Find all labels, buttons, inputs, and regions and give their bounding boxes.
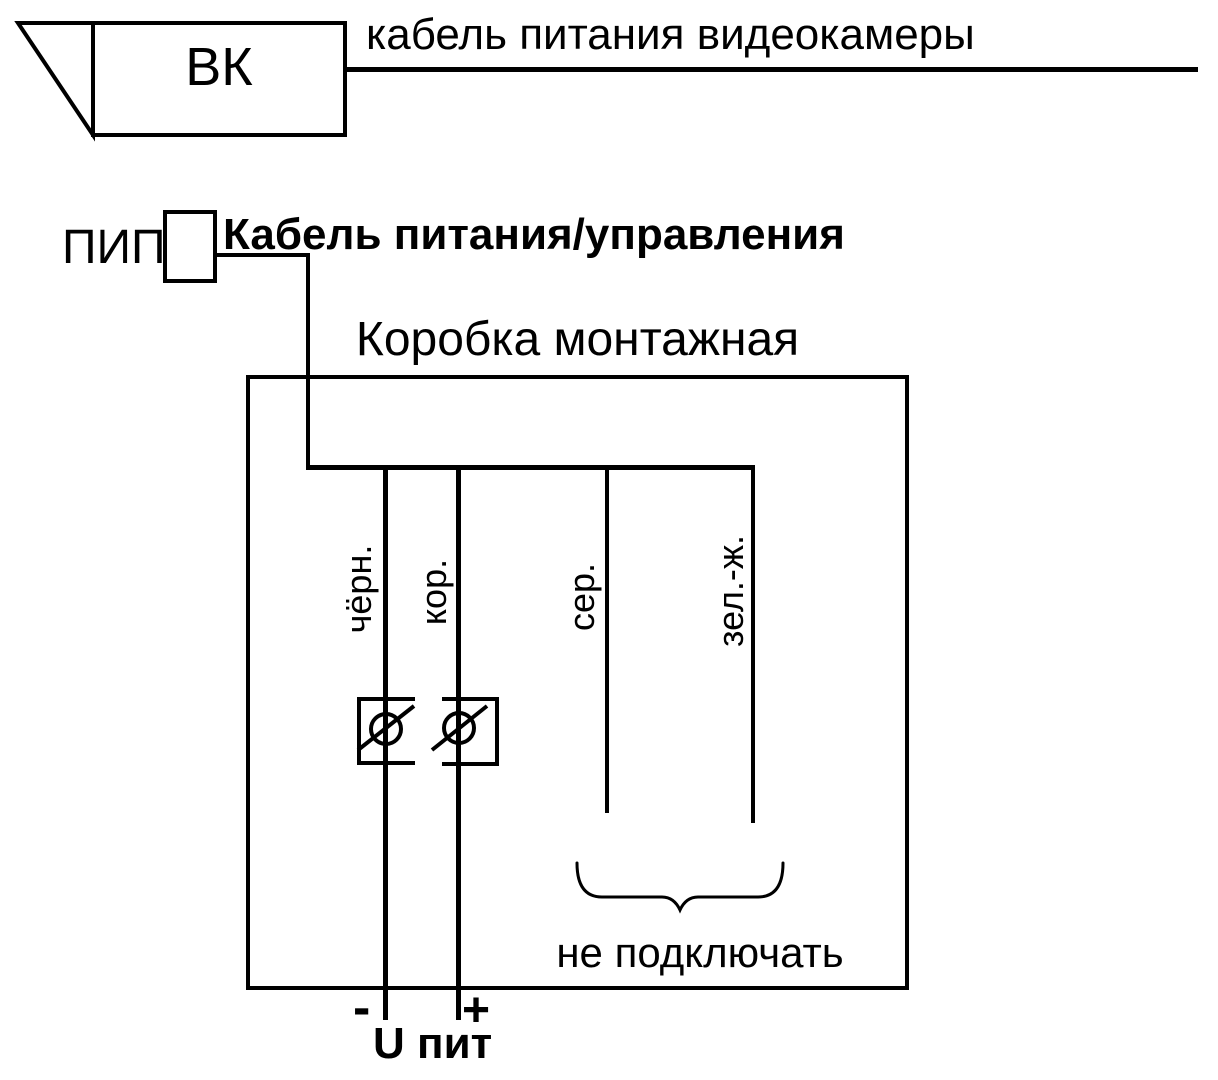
wire-brown-label: кор. <box>413 558 454 626</box>
pip-cable-vertical-line <box>306 253 310 467</box>
wire-gray-line <box>605 467 609 813</box>
terminal-screw-right-icon <box>430 697 499 766</box>
junction-box-title: Коробка монтажная <box>355 313 800 366</box>
underbrace-icon <box>575 861 785 914</box>
wire-green-yellow-label: зел.-ж. <box>710 535 751 648</box>
do-not-connect-label: не подключать <box>556 929 844 976</box>
camera-cable-label: кабель питания видеокамеры <box>366 10 975 59</box>
wire-black-label: чёрн. <box>338 544 379 634</box>
junction-box-outline <box>246 375 909 990</box>
pip-cable-horizontal-line <box>217 253 310 257</box>
plus-sign: + <box>462 984 491 1037</box>
camera-icon <box>14 21 347 142</box>
camera-label: ВК <box>185 37 253 97</box>
supply-voltage-label: U пит <box>373 1019 493 1068</box>
pip-label: ПИП <box>62 221 166 274</box>
pip-connector-box <box>163 210 217 283</box>
pip-cable-label: Кабель питания/управления <box>223 210 845 259</box>
wire-bus-line <box>306 465 755 470</box>
wire-gray-label: сер. <box>561 562 602 632</box>
wire-green-yellow-line <box>751 467 755 823</box>
terminal-screw-left-icon <box>356 697 416 765</box>
minus-sign: - <box>353 979 371 1037</box>
camera-power-cable-line <box>345 67 1198 72</box>
